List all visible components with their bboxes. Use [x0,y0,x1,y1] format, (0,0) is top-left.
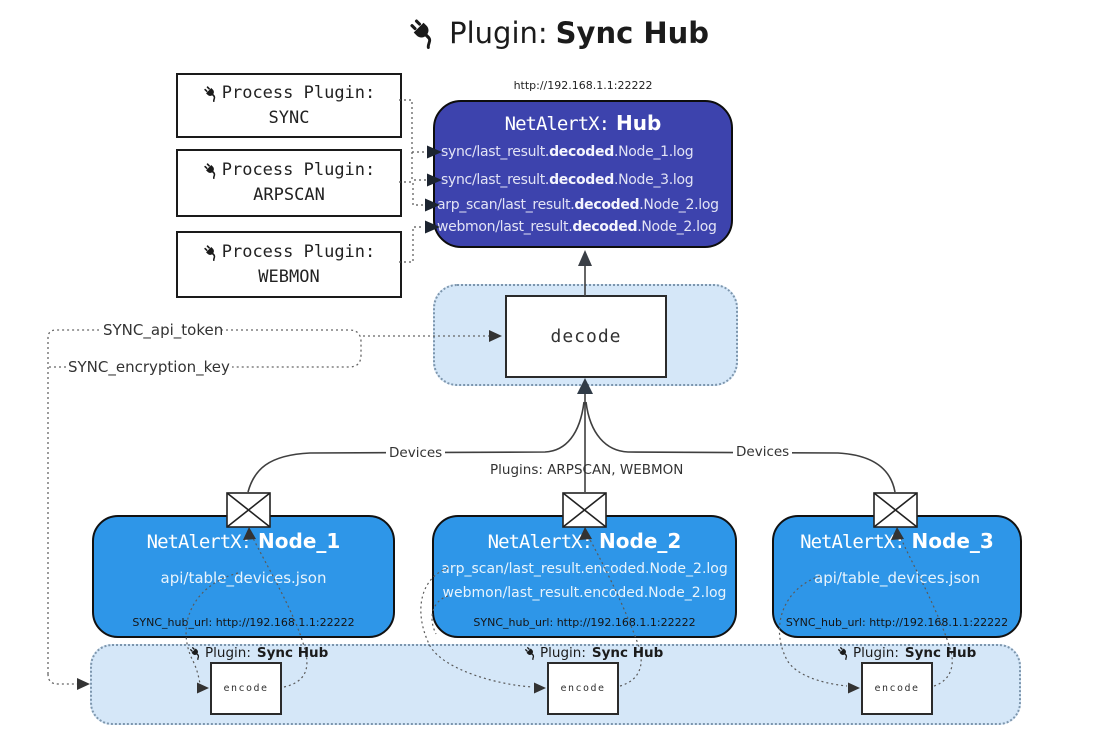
hub-log-line: sync/last_result.decoded.Node_3.log [441,172,694,188]
process-plugin-arpscan-box: Process Plugin: ARPSCAN [176,149,402,217]
process-plugin-name: ARPSCAN [253,185,325,205]
encode-box: encode [547,662,619,715]
process-plugin-label: Process Plugin: [221,160,376,181]
encode-box: encode [210,662,282,715]
hub-log-line: arp_scan/last_result.decoded.Node_2.log [437,197,719,213]
devices-edge-label-right: Devices [733,444,793,460]
encoder-label: Plugin:Sync Hub [837,645,976,661]
process-to-hub-links [399,99,426,263]
node-title: NetAlertX:Node_3 [800,529,994,553]
process-plugin-name: WEBMON [258,266,320,287]
page-title-prefix: Plugin: [449,16,548,50]
node-hub-url: SYNC_hub_url: http://192.168.1.1:22222 [785,616,1009,629]
netalertx-hub-box [433,100,733,248]
plug-icon [837,646,851,660]
node-file: api/table_devices.json [814,569,980,587]
decode-box: decode [505,295,667,378]
hub-title-name: Hub [616,111,662,135]
plug-icon [202,84,220,102]
devices-edge-label-left: Devices [386,445,446,461]
encode-box: encode [861,662,933,715]
hub-log-line: sync/last_result.decoded.Node_1.log [441,144,694,160]
plug-icon [189,646,203,660]
plug-icon [524,646,538,660]
node-file: arp_scan/last_result.encoded.Node_2.log [441,561,728,577]
node-file: api/table_devices.json [160,569,327,587]
sync-encryption-key-label: SYNC_encryption_key [68,358,230,376]
netalertx-node1-box: NetAlertX:Node_1 api/table_devices.json … [92,515,395,638]
hub-title-prefix: NetAlertX: [504,113,610,135]
netalertx-node3-box: NetAlertX:Node_3 api/table_devices.json … [772,515,1022,638]
netalertx-node2-box: NetAlertX:Node_2 arp_scan/last_result.en… [432,515,737,638]
process-plugin-label: Process Plugin: [221,82,376,103]
plug-icon [202,162,220,180]
node-title: NetAlertX:Node_1 [146,529,341,553]
page-title-name: Sync Hub [555,16,710,50]
process-plugin-label: Process Plugin: [221,241,376,262]
node-title: NetAlertX:Node_2 [487,529,682,553]
hub-title: NetAlertX: Hub [433,111,733,135]
process-plugin-name: SYNC [268,107,310,128]
node-hub-url: SYNC_hub_url: http://192.168.1.1:22222 [132,616,355,629]
plug-icon [406,15,440,49]
process-plugin-sync-box: Process Plugin: SYNC [176,73,402,138]
node-hub-url: SYNC_hub_url: http://192.168.1.1:22222 [473,616,696,629]
sync-api-token-label: SYNC_api_token [103,321,224,339]
process-plugin-webmon-box: Process Plugin: WEBMON [176,231,402,298]
encoder-label: Plugin:Sync Hub [524,645,663,661]
plug-icon [202,243,220,261]
hub-url-label: http://192.168.1.1:22222 [513,79,653,92]
hub-log-line: webmon/last_result.decoded.Node_2.log [437,219,717,235]
plugins-edge-label: Plugins: ARPSCAN, WEBMON [490,462,684,478]
encoder-label: Plugin:Sync Hub [189,645,328,661]
node-file: webmon/last_result.encoded.Node_2.log [442,585,727,601]
page-title: Plugin:Sync Hub [0,15,1117,50]
